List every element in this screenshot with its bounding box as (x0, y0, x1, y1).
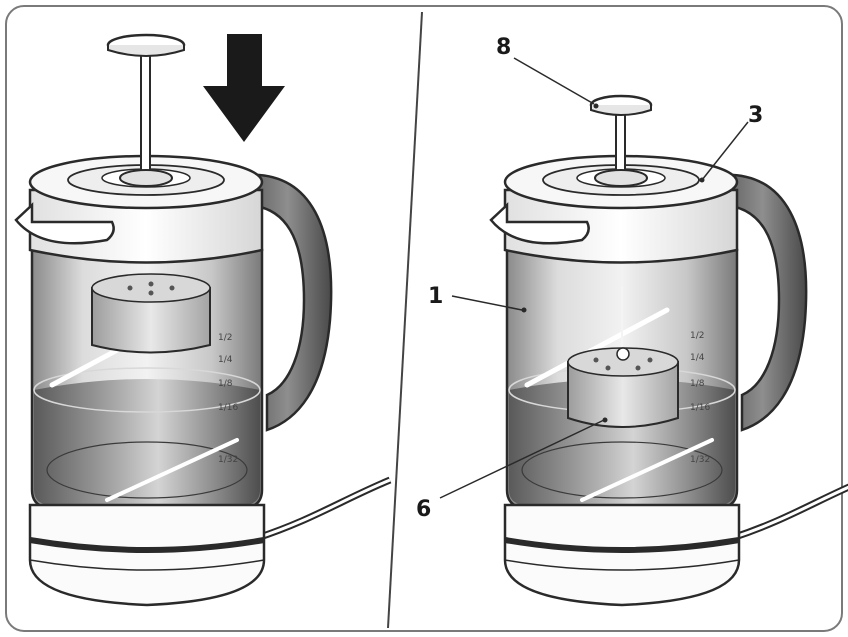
kettle-after: 1/2 1/4 1/8 1/16 1/32 8 3 1 6 (416, 35, 848, 605)
leader-line-3 (701, 121, 749, 181)
level-mark: 1/8 (218, 379, 233, 389)
leader-line-6 (439, 419, 605, 499)
level-mark: 1/4 (218, 355, 233, 365)
level-mark: 1/16 (690, 403, 710, 413)
callout-number-8: 8 (496, 35, 511, 60)
callout-number-1: 1 (428, 284, 443, 309)
level-mark: 1/32 (218, 455, 238, 465)
callout-leaders (439, 57, 749, 499)
callout-number-3: 3 (748, 103, 763, 128)
infuser-raised (91, 273, 211, 354)
leader-line-8 (513, 57, 595, 105)
leader-line-1 (451, 295, 523, 311)
down-arrow-icon (203, 34, 285, 142)
panel-divider (387, 11, 423, 629)
panel-frame (5, 5, 843, 632)
infuser-lowered (567, 347, 679, 428)
level-mark: 1/16 (218, 403, 238, 413)
level-mark: 1/4 (690, 353, 705, 363)
level-marks-left: 1/2 1/4 1/8 1/16 1/32 (218, 333, 238, 465)
level-mark: 1/2 (218, 333, 232, 343)
kettle-before: 1/2 1/4 1/8 1/16 1/32 (14, 33, 390, 605)
level-mark: 1/32 (690, 455, 710, 465)
callout-dots (521, 103, 705, 423)
level-mark: 1/2 (690, 331, 704, 341)
level-marks-right: 1/2 1/4 1/8 1/16 1/32 (690, 331, 710, 465)
level-mark: 1/8 (690, 379, 705, 389)
plunger-pressed (589, 94, 653, 187)
callout-number-6: 6 (416, 497, 431, 522)
plunger-raised (106, 33, 186, 187)
